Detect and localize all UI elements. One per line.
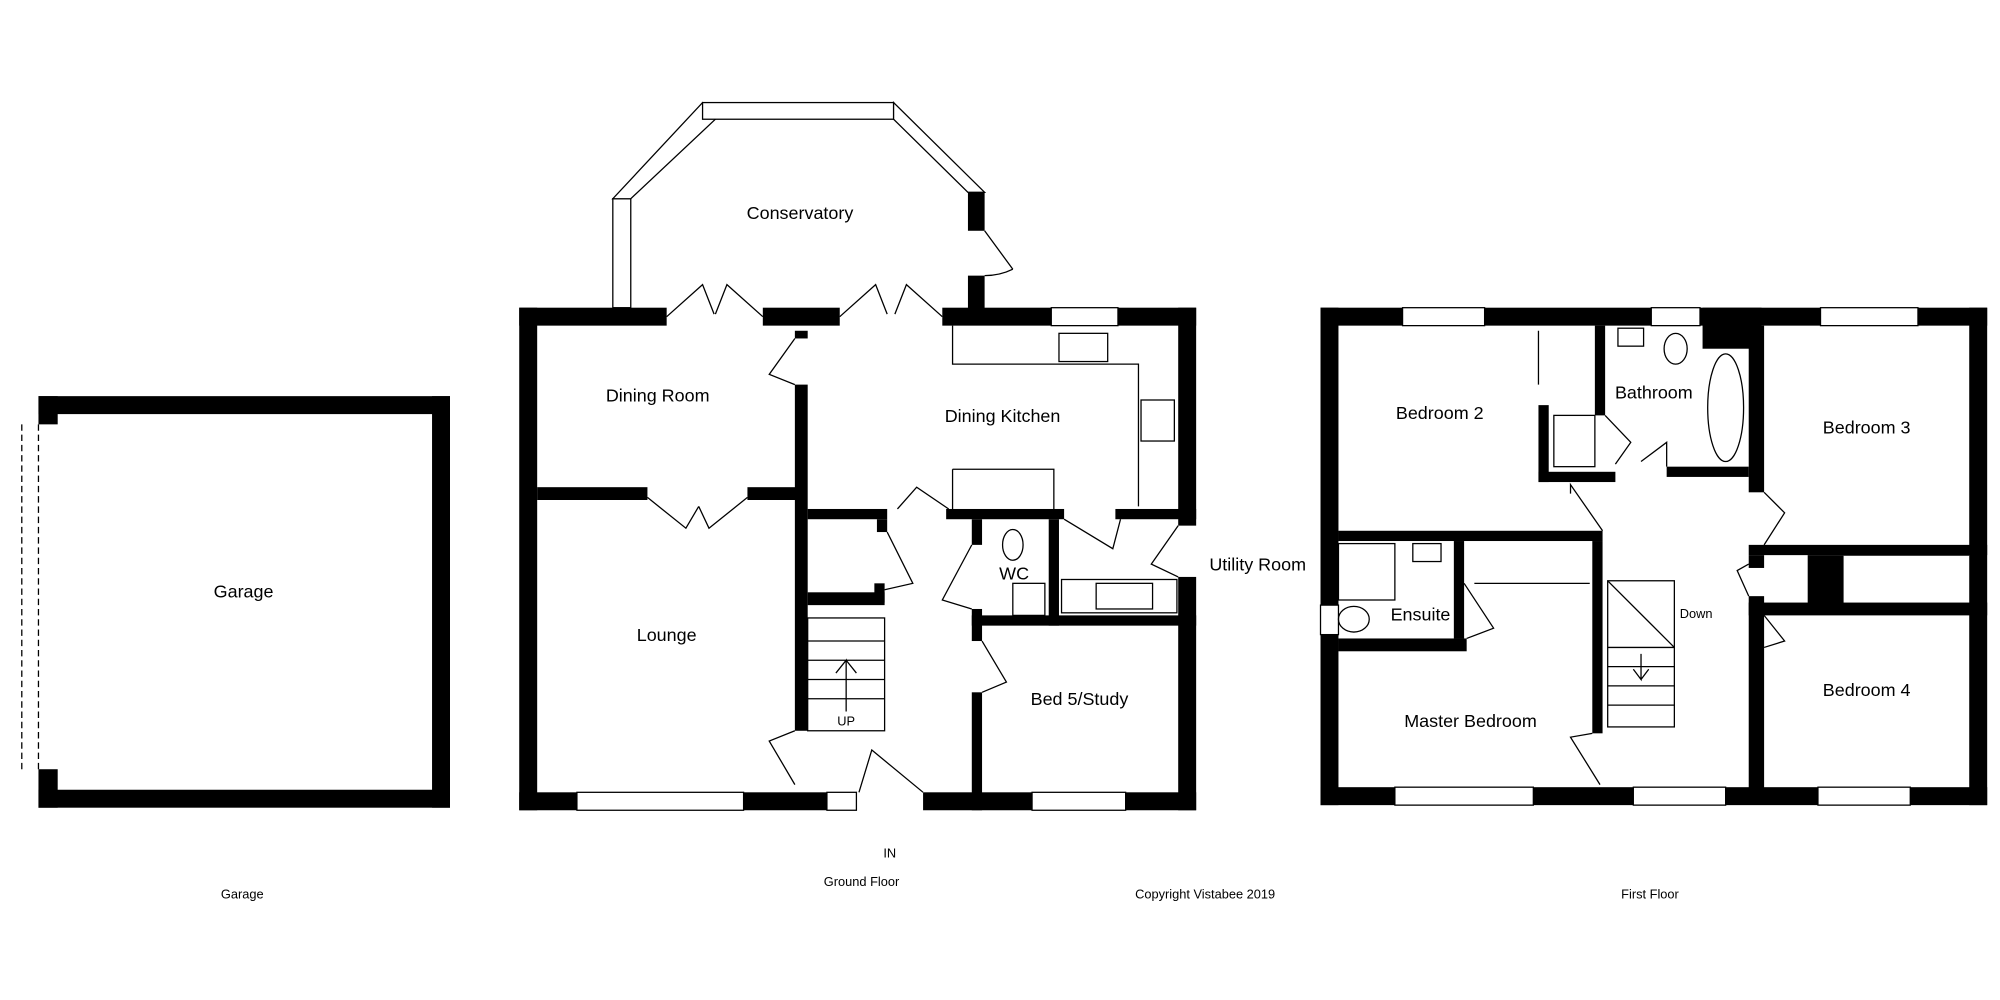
window: [826, 791, 858, 811]
room-label-dining-kitchen: Dining Kitchen: [945, 406, 1061, 426]
entrance-label: IN: [883, 846, 896, 861]
basin-icon: [1012, 582, 1046, 617]
window: [1817, 786, 1911, 806]
stairs-label: UP: [837, 714, 855, 729]
basin-icon: [1617, 327, 1645, 347]
toilet-icon: [1337, 605, 1370, 633]
toilet-icon: [1001, 528, 1024, 561]
shower-icon: [1337, 542, 1396, 601]
window: [1819, 307, 1919, 327]
basin-icon: [1412, 542, 1442, 563]
room-label-bathroom: Bathroom: [1615, 383, 1693, 403]
stairs-down: Down: [1607, 580, 1713, 728]
hob-icon: [1140, 399, 1176, 442]
room-label-bedroom-2: Bedroom 2: [1396, 403, 1484, 423]
room-label-garage: Garage: [214, 581, 274, 601]
window: [701, 101, 895, 120]
room-label-ensuite: Ensuite: [1391, 605, 1451, 625]
sink-icon: [1095, 582, 1154, 610]
garage-plan: Garage Garage: [21, 396, 450, 902]
first-floor-plan: Down Bedroom 2 Bathroom Bedroom 3 Ensuit…: [1319, 307, 1988, 902]
window: [1401, 307, 1486, 327]
room-label-bedroom-3: Bedroom 3: [1823, 417, 1911, 437]
window: [1050, 307, 1119, 327]
room-label-conservatory: Conservatory: [747, 203, 854, 223]
room-label-master-bedroom: Master Bedroom: [1404, 711, 1537, 731]
window: [611, 101, 717, 200]
copyright: Copyright Vistabee 2019: [1135, 887, 1275, 902]
stairs-label: Down: [1680, 606, 1713, 621]
sink-icon: [1058, 332, 1109, 363]
bath-icon: [1707, 353, 1745, 463]
window: [1031, 791, 1127, 811]
room-label-bed5-study: Bed 5/Study: [1031, 689, 1129, 709]
window: [1394, 786, 1534, 806]
window: [1632, 786, 1727, 806]
window: [576, 791, 745, 811]
window: [1650, 307, 1701, 327]
room-label-lounge: Lounge: [637, 625, 697, 645]
room-label-wc: WC: [999, 563, 1029, 583]
room-label-dining-room: Dining Room: [606, 385, 710, 405]
stairs-up: UP: [807, 617, 886, 732]
shower-icon: [1553, 414, 1596, 468]
ground-floor-plan: Conservatory: [519, 101, 1306, 889]
first-floor-caption: First Floor: [1621, 887, 1679, 902]
window: [892, 101, 987, 193]
ground-floor-caption: Ground Floor: [824, 874, 900, 889]
room-label-utility-room: Utility Room: [1209, 555, 1306, 575]
room-label-bedroom-4: Bedroom 4: [1823, 680, 1911, 700]
window: [612, 198, 632, 309]
garage-caption: Garage: [221, 887, 264, 902]
toilet-icon: [1663, 332, 1688, 365]
